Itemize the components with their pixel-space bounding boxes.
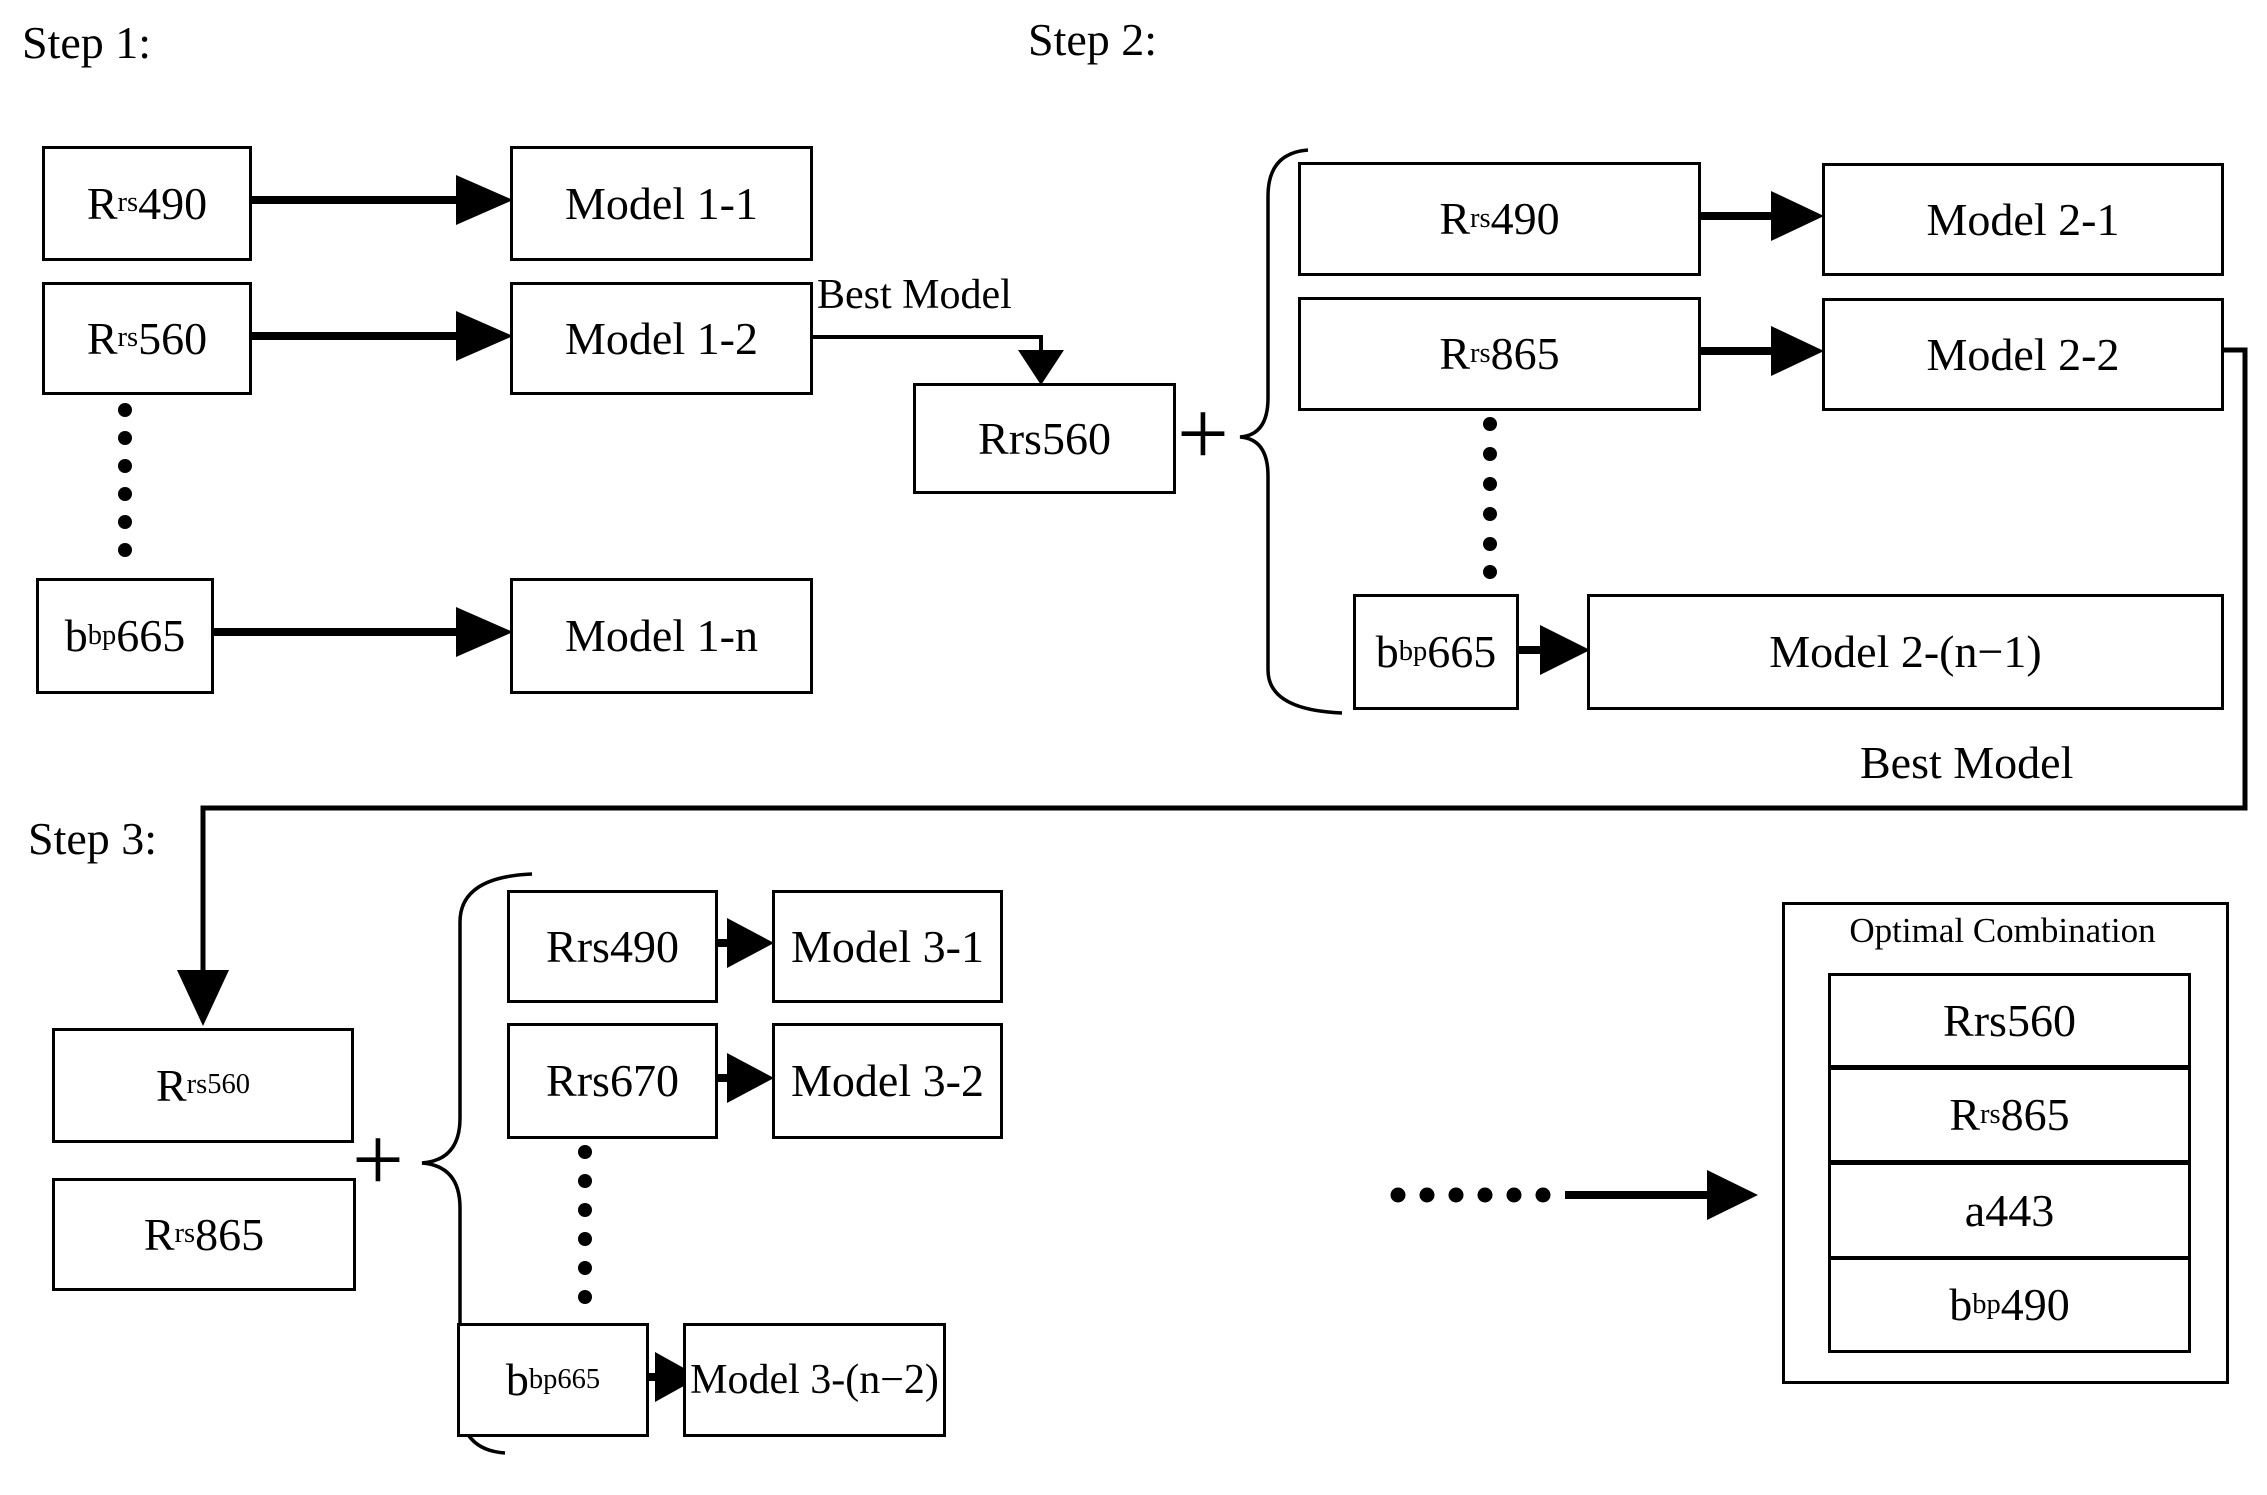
label-pre: R — [1439, 193, 1471, 244]
best-model-label-1: Best Model — [817, 272, 1012, 318]
model-label: Model 2-1 — [1926, 193, 2120, 245]
arrow-step2-input1-to-model1 — [1698, 191, 1824, 241]
label-post: 560 — [138, 312, 208, 364]
label-pre: R — [143, 1208, 175, 1260]
step3-model-n: Model 3-(n−2) — [683, 1323, 946, 1437]
label-sub: rs — [174, 1218, 196, 1250]
step2-model-n: Model 2-(n−1) — [1587, 594, 2224, 710]
step1-ellipsis-dots — [118, 403, 132, 557]
arrow-step1-input1-to-model1 — [250, 175, 513, 225]
step1-model-2: Model 1-2 — [510, 282, 813, 395]
model-label: Model 2-(n−1) — [1769, 626, 2042, 677]
step1-model-n: Model 1-n — [510, 578, 813, 694]
step2-model-1: Model 2-1 — [1822, 163, 2224, 276]
label-post: 665 — [116, 610, 186, 661]
label-pre: b — [1949, 1279, 1973, 1330]
step1-title: Step 1: — [22, 17, 152, 68]
label-post: 865 — [2000, 1089, 2070, 1140]
label-post: 865 — [195, 1208, 265, 1260]
label-sub: rs — [117, 187, 139, 219]
model-label: Model 1-1 — [565, 177, 758, 229]
step3-ellipsis-dots — [578, 1145, 592, 1304]
arrow-step3-input1-to-model1 — [714, 918, 774, 968]
ellipsis-arrow-to-optimal — [1390, 1170, 1758, 1220]
step3-plus-sign: + — [352, 1108, 404, 1211]
model-label: Model 2-2 — [1926, 328, 2120, 380]
best-model-connector-1 — [807, 335, 1064, 385]
step2-title: Step 2: — [1028, 14, 1158, 65]
label-pre: R — [155, 1059, 187, 1111]
label-pre: b — [1375, 626, 1399, 677]
label-pre: a443 — [1964, 1184, 2055, 1236]
label-sub: rs — [117, 322, 139, 354]
label-pre: R — [1439, 328, 1471, 379]
step1-model-1: Model 1-1 — [510, 146, 813, 261]
step2-model-2: Model 2-2 — [1822, 298, 2224, 411]
step2-ellipsis-dots — [1483, 417, 1497, 579]
step2-plus-sign: + — [1177, 382, 1229, 485]
model-label: Model 1-n — [565, 610, 758, 661]
label-post: 490 — [1490, 193, 1560, 244]
label-pre: b — [64, 610, 88, 661]
label-pre: R — [1949, 1089, 1981, 1140]
step3-input-rrs670: Rrs670 — [507, 1023, 718, 1139]
step2-selected-input-rrs560: Rrs560 — [913, 383, 1176, 494]
label-sub: rs — [1470, 202, 1491, 234]
arrow-step2-input2-to-model2 — [1698, 326, 1824, 376]
model-label: Model 3-1 — [791, 920, 984, 972]
model-label: Model 1-2 — [565, 312, 758, 364]
step3-title: Step 3: — [28, 813, 158, 864]
step3-model-1: Model 3-1 — [772, 890, 1003, 1003]
arrow-step3-input2-to-model2 — [714, 1053, 774, 1103]
model-label: Model 3-(n−2) — [690, 1357, 939, 1403]
arrow-step1-inputn-to-modeln — [212, 607, 513, 657]
optimal-item-a443: a443 — [1828, 1162, 2191, 1259]
optimal-combination-title: Optimal Combination — [1849, 911, 2156, 950]
label-sub: rs560 — [186, 1069, 251, 1101]
step3-input-rrs490: Rrs490 — [507, 890, 718, 1003]
label-sub: rs — [1470, 337, 1491, 369]
label-post: 490 — [2000, 1279, 2070, 1330]
best-model-label-2: Best Model — [1860, 737, 2074, 788]
arrow-step1-input2-to-model2 — [250, 311, 513, 361]
label-pre: R — [86, 177, 118, 229]
label-pre: b — [505, 1354, 529, 1405]
label-pre: Rrs490 — [546, 920, 679, 972]
label-pre: Rrs670 — [546, 1055, 679, 1106]
model-label: Model 3-2 — [791, 1055, 984, 1106]
step3-model-2: Model 3-2 — [772, 1023, 1003, 1139]
label-post: 665 — [1427, 626, 1497, 677]
label-sub: rs — [1980, 1098, 2001, 1130]
label-sub: bp — [1972, 1288, 2001, 1320]
label-pre: Rrs560 — [1943, 994, 2076, 1046]
label-sub: bp — [1398, 635, 1428, 667]
optimal-item-rrs560: Rrs560 — [1828, 973, 2191, 1068]
label-post: 865 — [1490, 328, 1560, 379]
label-sub: bp — [87, 619, 117, 651]
label-pre: Rrs560 — [978, 412, 1111, 464]
arrow-step2-inputn-to-modeln — [1516, 625, 1590, 675]
label-post: 490 — [138, 177, 208, 229]
label-pre: R — [86, 312, 118, 364]
label-sub: bp665 — [528, 1363, 601, 1395]
